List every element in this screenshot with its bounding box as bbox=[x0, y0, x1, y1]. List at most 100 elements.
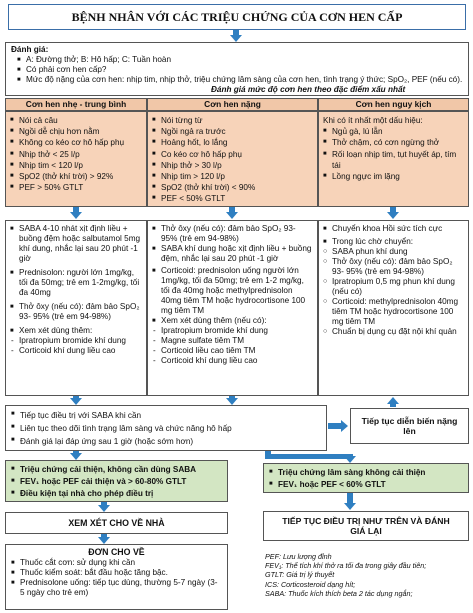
severity-item: Ngồi ngả ra trước bbox=[152, 126, 313, 137]
arrow-down bbox=[101, 534, 107, 538]
treatment-subitem: Corticoid khí dung liều cao bbox=[10, 346, 142, 356]
arrow-down bbox=[347, 493, 353, 503]
treatment-item: Chuyển khoa Hồi sức tích cực bbox=[323, 224, 464, 234]
treatment-subitem: Chuẩn bị dụng cụ đặt nội khí quản bbox=[323, 327, 464, 337]
arrow-head bbox=[344, 456, 356, 463]
severity-critical: Khi có ít nhất một dấu hiệu: Ngủ gà, lú … bbox=[318, 111, 469, 207]
treatment-subitem: Ipratropium bromide khí dung bbox=[152, 326, 313, 336]
arrow-head bbox=[98, 537, 110, 544]
severity-item: Nhịp tim < 120 l/p bbox=[10, 160, 142, 171]
legend-item: PEF: Lưu lượng đỉnh bbox=[265, 552, 332, 561]
discharge-item: Thuốc cắt cơn: sử dụng khi cần bbox=[11, 558, 222, 568]
home-box: XEM XÉT CHO VỀ NHÀ bbox=[5, 512, 228, 534]
severity-item: SpO2 (thở khí trời) > 92% bbox=[10, 171, 142, 182]
discharge-item: Prednisolone uống: tiếp tục dùng, thường… bbox=[11, 578, 222, 598]
severity-item: SpO2 (thở khí trời) < 90% bbox=[152, 182, 313, 193]
assessment-item: Mức độ nặng của cơn hen: nhịp tim, nhịp … bbox=[17, 75, 463, 85]
severity-item: Nhịp tim > 120 l/p bbox=[152, 171, 313, 182]
arrow-head bbox=[226, 398, 238, 405]
arrow-connector bbox=[265, 454, 352, 459]
severity-item: Nói từng từ bbox=[152, 115, 313, 126]
treatment-subitem: SABA phun khí dung bbox=[323, 247, 464, 257]
severity-header-critical: Cơn hen nguy kịch bbox=[318, 98, 469, 111]
treatment-item: Xem xét dùng thêm (nếu có): bbox=[152, 316, 313, 326]
treatment-severe: Thở ôxy (nếu có): đảm bảo SpO₂ 93- 95% (… bbox=[147, 220, 318, 396]
assessment-note: Đánh giá mức độ cơn hen theo đặc điểm xấ… bbox=[211, 85, 406, 94]
arrow-head bbox=[387, 397, 399, 404]
severity-item: Nói cả câu bbox=[10, 115, 142, 126]
continue-box: TIẾP TỤC ĐIỀU TRỊ NHƯ TRÊN VÀ ĐÁNH GIÁ L… bbox=[263, 511, 469, 541]
not-improved-item: Triệu chứng lâm sàng không cải thiện bbox=[269, 467, 463, 479]
treatment-item: Thở ôxy (nếu có): đảm bảo SpO₂ 93- 95% (… bbox=[152, 224, 313, 244]
severity-item: Rối loạn nhịp tim, tụt huyết áp, tím tái bbox=[323, 149, 464, 171]
treatment-subitem: Corticoid liều cao tiêm TM bbox=[152, 346, 313, 356]
assessment-item: Có phải cơn hen cấp? bbox=[17, 65, 463, 75]
arrow-down bbox=[101, 502, 107, 506]
arrow-head bbox=[341, 420, 348, 432]
severity-item: Thở chậm, có cơn ngừng thở bbox=[323, 137, 464, 148]
arrow-head bbox=[387, 212, 399, 219]
arrow-down bbox=[229, 207, 235, 213]
assessment-heading: Đánh giá: bbox=[11, 45, 49, 54]
legend-item: FEV₁: Thể tích khí thở ra tối đa trong g… bbox=[265, 561, 427, 571]
discharge-item: Thuốc kiểm soát: bắt đầu hoặc tăng bậc. bbox=[11, 568, 222, 578]
treatment-item: Trong lúc chờ chuyển: bbox=[323, 237, 464, 247]
severity-item: Lồng ngực im lặng bbox=[323, 171, 464, 182]
legend: PEF: Lưu lượng đỉnh FEV₁: Thể tích khí t… bbox=[265, 552, 471, 598]
treatment-subitem: Corticoid khí dung liều cao bbox=[152, 356, 313, 366]
treatment-item: Xem xét dùng thêm: bbox=[10, 326, 142, 336]
not-improved-box: Triệu chứng lâm sàng không cải thiện FEV… bbox=[263, 463, 469, 493]
treatment-subitem: Ipratropium bromide khí dung bbox=[10, 336, 142, 346]
page-title: BỆNH NHÂN VỚI CÁC TRIỆU CHỨNG CỦA CƠN HE… bbox=[8, 4, 466, 30]
discharge-title: ĐƠN CHO VỀ bbox=[88, 547, 145, 557]
severity-item: Hoảng hốt, lo lắng bbox=[152, 137, 313, 148]
arrow-head bbox=[98, 505, 110, 512]
treatment-subitem: Corticoid: methylprednisolon 40mg tiêm T… bbox=[323, 297, 464, 327]
legend-item: SABA: Thuốc kích thích beta 2 tác dụng n… bbox=[265, 588, 413, 598]
treatment-item: SABA 4-10 nhát xịt định liều + buồng đệm… bbox=[10, 224, 142, 264]
severity-item: PEF > 50% GTLT bbox=[10, 182, 142, 193]
severity-item: Ngồi dễ chịu hơn nằm bbox=[10, 126, 142, 137]
arrow-up bbox=[390, 403, 396, 407]
severity-severe: Nói từng từ Ngồi ngả ra trước Hoảng hốt,… bbox=[147, 111, 318, 207]
arrow-head bbox=[70, 212, 82, 219]
severity-item: Ngủ gà, lú lẫn bbox=[323, 126, 464, 137]
arrow-down bbox=[390, 207, 396, 213]
treatment-subitem: Ipratropium 0,5 mg phun khí dung (nếu có… bbox=[323, 277, 464, 297]
arrow-down bbox=[229, 396, 235, 399]
treatment-subitem: Magne sulfate tiêm TM bbox=[152, 336, 313, 346]
arrow-down bbox=[73, 451, 79, 454]
improved-item: Triệu chứng cải thiện, không cần dùng SA… bbox=[11, 464, 222, 476]
severity-item: Nhịp thở > 30 l/p bbox=[152, 160, 313, 171]
treatment-subitem: Thở ôxy (nếu có): đảm bảo SpO₂ 93- 95% (… bbox=[323, 257, 464, 277]
followup-item: Đánh giá lại đáp ứng sau 1 giờ (hoặc sớm… bbox=[11, 435, 321, 448]
treatment-item: Prednisolon: người lớn 1mg/kg, tối đa 50… bbox=[10, 268, 142, 298]
severity-item: PEF < 50% GTLT bbox=[152, 193, 313, 204]
treatment-mild: SABA 4-10 nhát xịt định liều + buồng đệm… bbox=[5, 220, 147, 396]
treatment-item: SABA khí dung hoặc xịt định liều + buồng… bbox=[152, 244, 313, 264]
treatment-critical: Chuyển khoa Hồi sức tích cực Trong lúc c… bbox=[318, 220, 469, 396]
severity-header-mild: Cơn hen nhẹ - trung bình bbox=[5, 98, 147, 111]
discharge-box: ĐƠN CHO VỀ Thuốc cắt cơn: sử dụng khi cầ… bbox=[5, 544, 228, 610]
arrow-down bbox=[233, 30, 239, 36]
severity-header-severe: Cơn hen nặng bbox=[147, 98, 318, 111]
followup-item: Liên tục theo dõi tình trạng lâm sàng và… bbox=[11, 422, 321, 435]
assessment-box: Đánh giá: A: Đường thở; B: Hô hấp; C: Tu… bbox=[5, 42, 469, 96]
arrow-down bbox=[73, 396, 79, 399]
severity-item: Nhịp thở < 25 l/p bbox=[10, 149, 142, 160]
severity-mild: Nói cả câu Ngồi dễ chịu hơn nằm Không co… bbox=[5, 111, 147, 207]
arrow-head bbox=[70, 398, 82, 405]
severity-item: Co kéo cơ hô hấp phụ bbox=[152, 149, 313, 160]
arrow-head bbox=[344, 503, 356, 510]
critical-intro: Khi có ít nhất một dấu hiệu: bbox=[323, 116, 423, 125]
followup-box: Tiếp tục điều trị với SABA khi cần Liên … bbox=[5, 405, 327, 451]
severity-item: Không co kéo cơ hô hấp phụ bbox=[10, 137, 142, 148]
improved-item: FEV₁ hoặc PEF cải thiện và > 60-80% GTLT bbox=[11, 476, 222, 488]
assessment-item: A: Đường thở; B: Hô hấp; C: Tuần hoàn bbox=[17, 55, 463, 65]
treatment-item: Corticoid: prednisolon uống người lớn 1m… bbox=[152, 266, 313, 316]
arrow-head bbox=[230, 35, 242, 42]
legend-item: ICS: Corticosteroid dạng hít; bbox=[265, 579, 356, 589]
arrow-head bbox=[226, 212, 238, 219]
not-improved-item: FEV₁ hoặc PEF < 60% GTLT bbox=[269, 479, 463, 491]
arrow-right bbox=[328, 423, 342, 429]
